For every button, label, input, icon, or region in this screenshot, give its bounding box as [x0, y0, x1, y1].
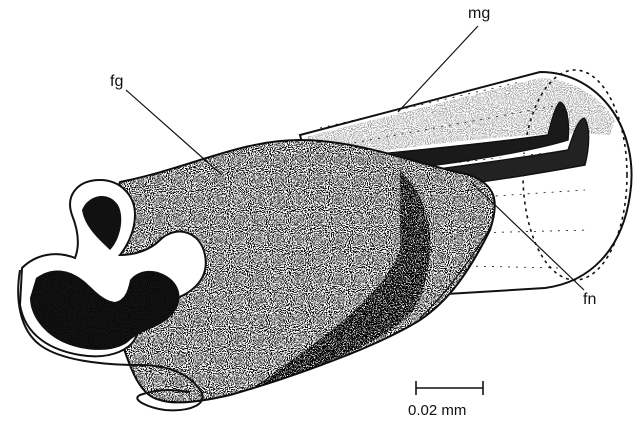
- label-fg: fg: [110, 74, 123, 90]
- label-fn: fn: [583, 292, 596, 308]
- scale-bar: [416, 381, 483, 395]
- label-mg: mg: [468, 6, 490, 22]
- leader-fg: [126, 90, 222, 175]
- scale-bar-label: 0.02 mm: [408, 403, 466, 418]
